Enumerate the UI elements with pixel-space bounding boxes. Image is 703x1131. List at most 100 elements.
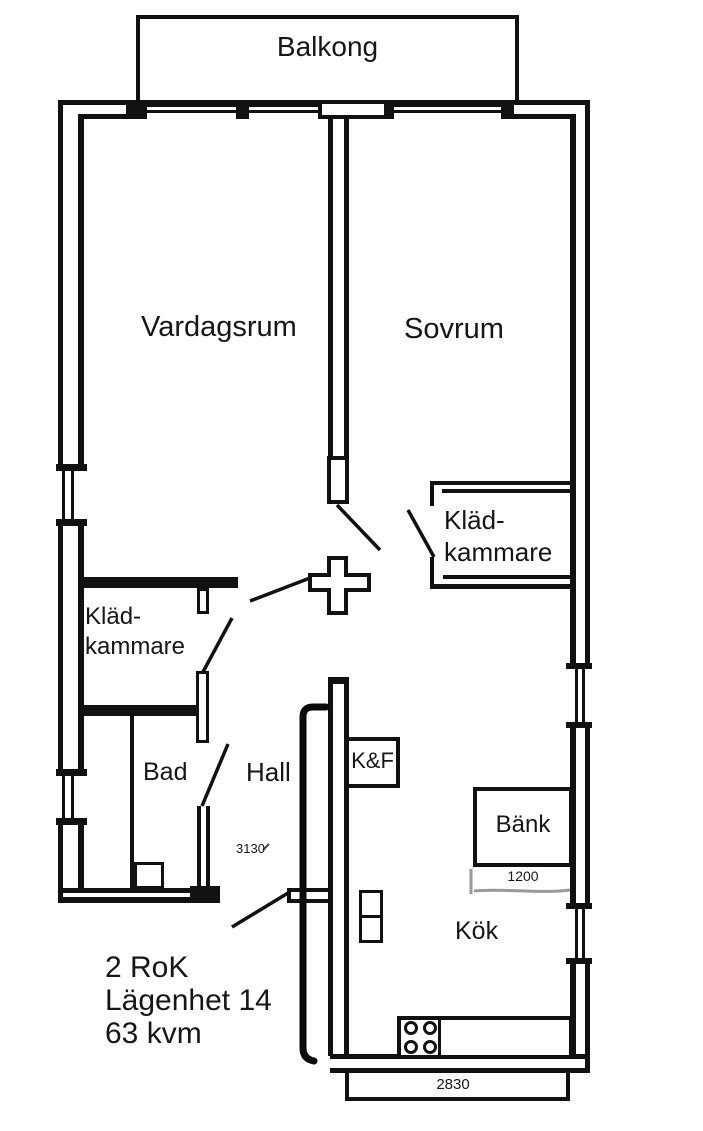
wall-cap bbox=[56, 769, 87, 776]
wall-segment bbox=[570, 114, 576, 663]
counter-box bbox=[473, 787, 573, 867]
window bbox=[147, 110, 236, 113]
wall-segment bbox=[585, 728, 590, 903]
wall-segment bbox=[344, 684, 349, 1056]
wall-segment bbox=[58, 526, 63, 771]
wall-cap bbox=[190, 886, 220, 903]
wall-segment bbox=[510, 114, 576, 119]
window bbox=[582, 909, 585, 958]
sink-divider bbox=[362, 915, 380, 918]
wall-segment bbox=[430, 481, 434, 506]
wall-segment bbox=[80, 114, 147, 119]
wall-segment bbox=[78, 526, 84, 771]
summary-area: 63 kvm bbox=[105, 1017, 202, 1050]
window bbox=[71, 471, 74, 520]
wall-segment bbox=[58, 825, 63, 903]
balcony-wall-top bbox=[136, 15, 519, 19]
wall-segment bbox=[78, 114, 84, 466]
window bbox=[62, 471, 65, 520]
room-label-balcony: Balkong bbox=[276, 31, 379, 62]
wall-segment bbox=[430, 584, 570, 589]
wall-cap bbox=[236, 100, 249, 119]
room-label-bedroom-closet: Kläd- kammare bbox=[444, 506, 552, 566]
room-label-kitchen: Kök bbox=[455, 917, 499, 945]
wall-segment bbox=[430, 557, 434, 589]
stove-burner bbox=[423, 1021, 437, 1035]
balcony-wall-right bbox=[515, 15, 519, 100]
room-label-hall-closet: Kläd- kammare bbox=[85, 603, 186, 661]
label-counter: Bänk bbox=[495, 811, 551, 838]
bathroom-fixture bbox=[134, 862, 164, 889]
window bbox=[249, 104, 318, 107]
wall-cap bbox=[383, 100, 394, 119]
wall-cap bbox=[566, 958, 592, 964]
wall-cap bbox=[566, 722, 592, 728]
wall-segment bbox=[570, 728, 576, 903]
balcony-wall-left bbox=[136, 15, 140, 100]
window bbox=[394, 104, 501, 107]
wall-segment bbox=[443, 575, 570, 579]
wall-segment bbox=[80, 577, 238, 588]
balcony-door bbox=[318, 100, 388, 119]
freehand-wall-highlight bbox=[299, 703, 330, 1065]
wall-segment bbox=[206, 806, 210, 888]
wall-segment bbox=[430, 481, 570, 485]
apartment-summary: 2 RoK Lägenhet 14 63 kvm bbox=[105, 951, 272, 1050]
wall-segment bbox=[78, 825, 84, 888]
wall-cap bbox=[501, 100, 514, 119]
door-swing-bathroom bbox=[200, 743, 230, 807]
window bbox=[62, 776, 65, 819]
wall-cap bbox=[566, 903, 592, 909]
counter-dimension-line bbox=[473, 888, 571, 893]
dimension-bracket bbox=[566, 1073, 570, 1101]
wall-segment bbox=[585, 100, 590, 663]
wall-segment bbox=[58, 100, 63, 466]
door-swing-bedroom bbox=[335, 503, 382, 552]
wall-segment bbox=[130, 716, 134, 890]
label-fridge-freezer: K&F bbox=[351, 748, 394, 773]
wall-segment bbox=[80, 705, 198, 716]
wall-segment bbox=[58, 888, 220, 893]
closet-label-line1: Kläd- bbox=[85, 603, 142, 630]
closet-label-line1: Kläd- bbox=[444, 505, 505, 535]
closet-label-line2: kammare bbox=[85, 633, 186, 661]
door-jamb bbox=[327, 456, 349, 504]
wall-cap bbox=[328, 677, 349, 684]
fridge-freezer-box bbox=[345, 737, 400, 788]
wall-segment bbox=[328, 118, 333, 458]
closet-label-line2: kammare bbox=[444, 536, 553, 567]
wall-segment bbox=[585, 964, 590, 1073]
stove-burner bbox=[404, 1040, 418, 1054]
wall-segment bbox=[58, 897, 220, 903]
window bbox=[394, 110, 501, 113]
door-swing-bedroom-closet bbox=[406, 509, 436, 558]
dimension-kitchen: 2830 bbox=[436, 1076, 470, 1093]
stove-burner bbox=[423, 1040, 437, 1054]
window bbox=[575, 669, 578, 722]
room-label-bathroom: Bad bbox=[143, 758, 188, 786]
wall-cap bbox=[56, 519, 87, 526]
cross-mark bbox=[308, 556, 371, 615]
window bbox=[249, 110, 318, 113]
window bbox=[575, 909, 578, 958]
wall-cap bbox=[126, 100, 147, 119]
summary-unit: Lägenhet 14 bbox=[105, 984, 272, 1017]
wall-segment bbox=[570, 964, 576, 1056]
wall-cap bbox=[56, 818, 87, 825]
stove-burner bbox=[404, 1021, 418, 1035]
wall-segment bbox=[330, 1068, 590, 1073]
wall-cap bbox=[56, 464, 87, 471]
dimension-bracket bbox=[345, 1097, 570, 1101]
dimension-hall: 3130 bbox=[236, 841, 265, 856]
dimension-bracket bbox=[345, 1073, 349, 1101]
window bbox=[147, 104, 236, 107]
wall-segment bbox=[328, 684, 333, 1056]
window bbox=[71, 776, 74, 819]
summary-type: 2 RoK bbox=[105, 951, 189, 984]
door-swing-living-room bbox=[249, 576, 311, 603]
room-label-living-room: Vardagsrum bbox=[141, 311, 297, 343]
room-label-bedroom: Sovrum bbox=[404, 313, 504, 345]
door-jamb bbox=[197, 588, 209, 614]
